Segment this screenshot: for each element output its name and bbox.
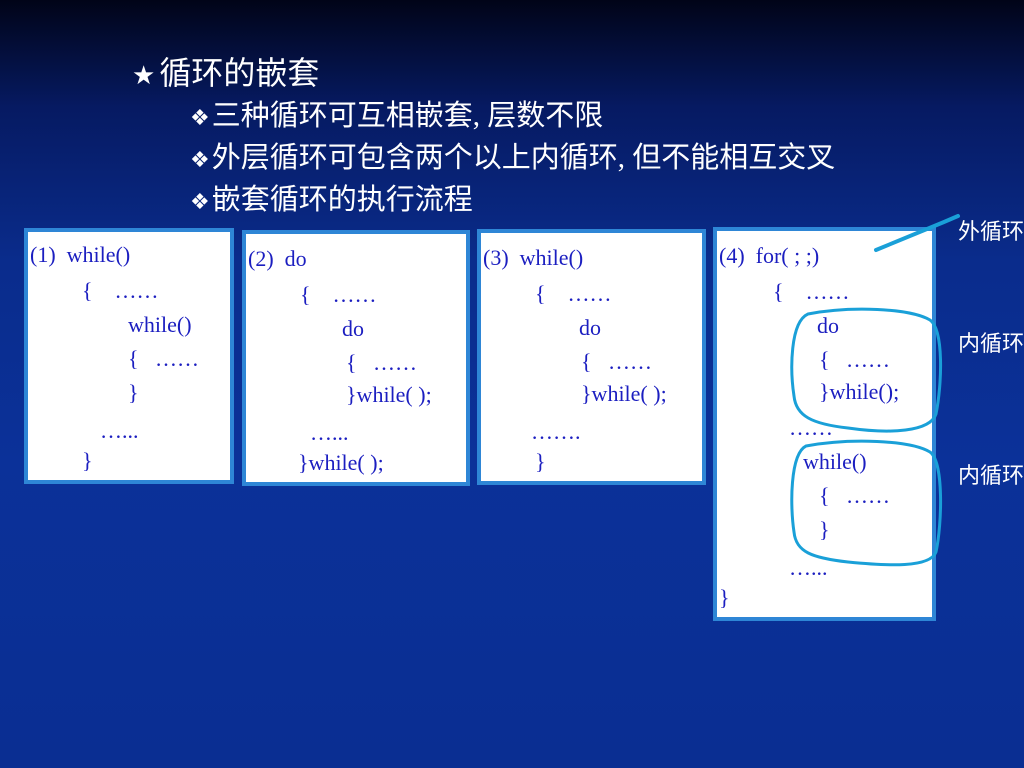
code-line: } [128,380,139,405]
code-line: }while( ); [298,450,384,475]
bullet-text: 三种循环可互相嵌套, 层数不限 [211,100,604,132]
slide-title: ★循环的嵌套 [132,48,319,94]
code-line: { …… [581,349,653,374]
code-box-2: (2) do { …… do { …… }while( ); …... }whi… [242,230,470,486]
code-line: …... [100,418,139,443]
code-line: }while( ); [346,382,432,407]
code-line: { …… [128,346,200,371]
code-line: { …… [82,278,159,303]
code-line: }while( ); [581,381,667,406]
star-icon: ★ [132,61,156,90]
bullet-item-2: ❖外层循环可包含两个以上内循环, 但不能相互交叉 [190,134,835,176]
code-box-3: (3) while() { …… do { …… }while( ); ……. … [477,229,706,485]
code-box-4: (4) for( ; ;) { …… do { …… }while(); …… … [713,227,936,621]
code-line: while() [803,449,867,474]
code-line: { …… [773,279,850,304]
code-line: { …… [535,281,612,306]
diamond-bullet-icon: ❖ [190,147,210,172]
code-line: (2) do [248,246,307,271]
code-line: (1) while() [30,242,131,267]
inner-loop-label-2: 内循环 [958,463,1024,488]
code-line: } [535,449,546,474]
code-line: …… [789,415,833,440]
code-line: do [817,313,839,338]
code-line: } [82,448,93,473]
code-line: { …… [300,282,377,307]
code-line: while() [128,312,192,337]
code-line: } [719,585,730,610]
code-box-1: (1) while() { …… while() { …… } …... } [24,228,234,484]
bullet-item-3: ❖嵌套循环的执行流程 [190,176,473,218]
code-line: { …… [819,483,891,508]
bullet-text: 嵌套循环的执行流程 [211,184,473,216]
code-line: } [819,517,830,542]
code-line: do [342,316,364,341]
inner-loop-label-1: 内循环 [958,331,1024,356]
code-line: …... [789,555,828,580]
bullet-text: 外层循环可包含两个以上内循环, 但不能相互交叉 [211,142,836,174]
code-line: (3) while() [483,245,584,270]
code-line: }while(); [819,379,900,404]
code-line: { …… [819,347,891,372]
bullet-item-1: ❖三种循环可互相嵌套, 层数不限 [190,92,603,134]
code-line: ……. [531,419,581,444]
code-line: …... [310,420,349,445]
diamond-bullet-icon: ❖ [190,189,210,214]
code-line: { …… [346,350,418,375]
diamond-bullet-icon: ❖ [190,105,210,130]
title-text: 循环的嵌套 [159,55,320,91]
code-line: do [579,315,601,340]
code-line: (4) for( ; ;) [719,243,820,268]
outer-loop-label: 外循环 [958,219,1024,244]
